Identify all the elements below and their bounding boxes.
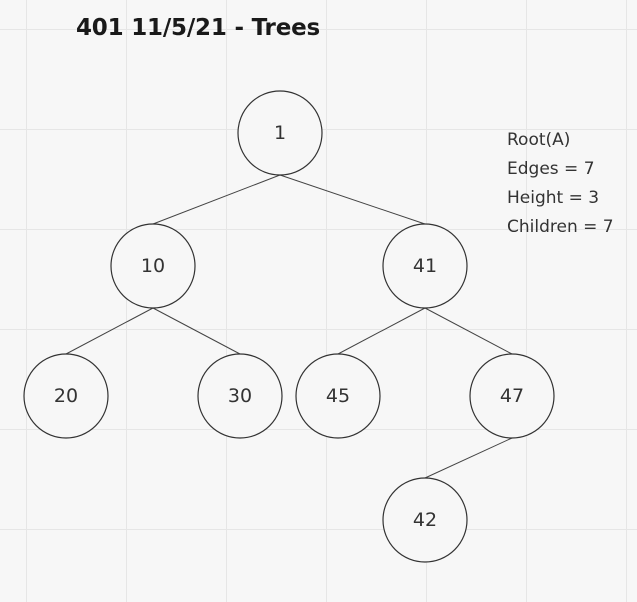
tree-edge-10-20 [65,307,154,355]
note-height: Height = 3 [507,188,600,208]
nodes-layer: 1 10 41 20 30 45 47 42 [23,90,555,563]
note-children: Children = 7 [507,217,614,237]
edges-layer [65,174,513,479]
node-circle [295,353,381,439]
node-label: 45 [326,385,350,407]
node-circle [469,353,555,439]
node-label: 1 [274,122,286,144]
tree-edge-1-10 [152,174,281,225]
tree-node-42: 42 [382,477,468,563]
node-circle [110,223,196,309]
node-label: 20 [54,385,78,407]
tree-edge-41-47 [424,307,513,355]
note-root: Root(A) [507,130,571,150]
tree-node-1: 1 [237,90,323,176]
tree-node-20: 20 [23,353,109,439]
node-label: 42 [413,509,437,531]
node-circle [382,223,468,309]
tree-node-10: 10 [110,223,196,309]
node-circle [197,353,283,439]
tree-edge-1-41 [279,174,426,225]
tree-notes: Root(A) Edges = 7 Height = 3 Children = … [507,126,614,242]
tree-edge-41-45 [337,307,426,355]
node-label: 47 [500,385,524,407]
tree-edge-10-30 [152,307,241,355]
diagram-title: 401 11/5/21 - Trees [76,15,320,41]
tree-node-45: 45 [295,353,381,439]
node-circle [23,353,109,439]
node-label: 30 [228,385,252,407]
tree-node-30: 30 [197,353,283,439]
tree-node-41: 41 [382,223,468,309]
note-edges: Edges = 7 [507,159,595,179]
tree-node-47: 47 [469,353,555,439]
node-circle [237,90,323,176]
node-circle [382,477,468,563]
node-label: 10 [141,255,165,277]
node-label: 41 [413,255,437,277]
tree-edge-47-42 [424,437,513,479]
